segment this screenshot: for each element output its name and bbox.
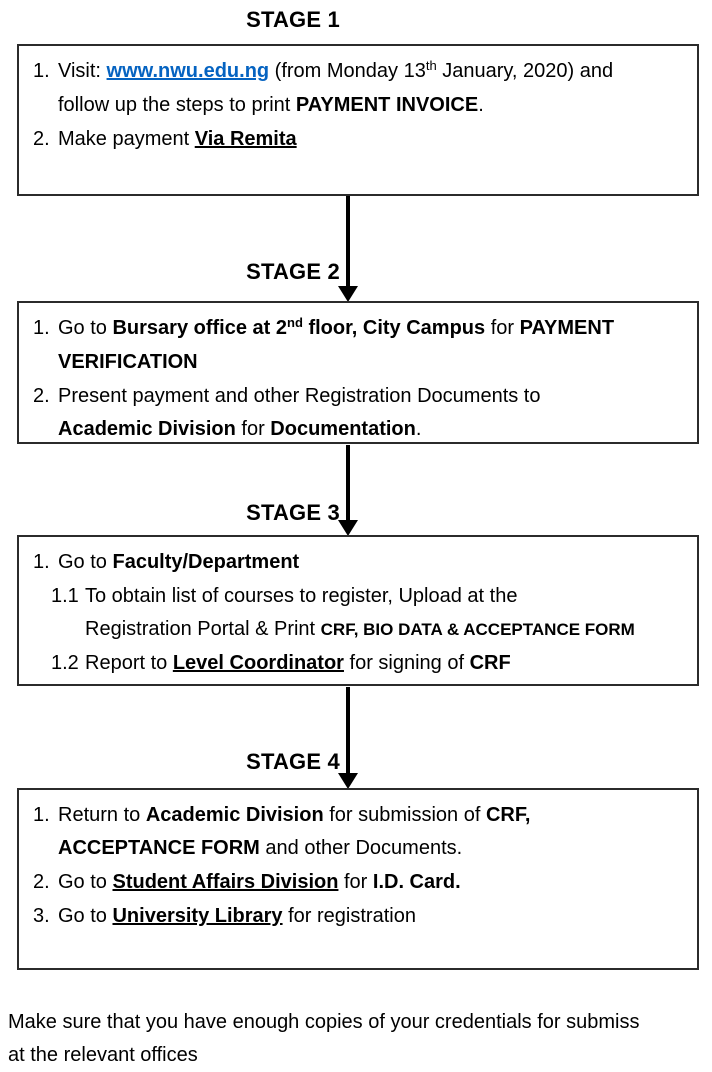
text-segment: (from Monday 13 bbox=[269, 60, 426, 82]
text-segment: I.D. Card. bbox=[372, 871, 461, 893]
list-item-number: 1. bbox=[33, 804, 50, 826]
stage-2-box: 1. Go to Bursary office at 2nd floor, Cit… bbox=[17, 301, 699, 444]
list-item-text: Go to Faculty/Department bbox=[58, 546, 299, 579]
down-arrow-icon bbox=[346, 196, 350, 288]
down-arrow-icon bbox=[338, 286, 358, 302]
list-item-number: 1. bbox=[33, 551, 50, 573]
list-item: 1. Go to Faculty/Department bbox=[19, 546, 691, 579]
text-segment: for signing of bbox=[343, 652, 470, 674]
list-item: 1. Return to Academic Division for submis… bbox=[19, 799, 691, 865]
list-item-text: Report to Level Coordinator for signing … bbox=[85, 647, 511, 680]
list-item-text: To obtain list of courses to register, U… bbox=[85, 580, 635, 646]
text-segment: for bbox=[485, 317, 520, 339]
text-segment: Report to bbox=[85, 652, 173, 674]
text-segment: th bbox=[425, 58, 437, 73]
text-segment: Make payment bbox=[58, 128, 195, 150]
text-segment: ACCEPTANCE FORM bbox=[58, 837, 260, 859]
text-segment: Registration Portal & Print bbox=[85, 618, 321, 640]
list-item: 2. Go to Student Affairs Division for I.D… bbox=[19, 866, 691, 899]
text-segment: Go to bbox=[58, 317, 113, 339]
stage-4-label: STAGE 4 bbox=[246, 749, 340, 774]
list-item-text: Go to Student Affairs Division for I.D. … bbox=[58, 866, 461, 899]
website-link[interactable]: www.nwu.edu.ng bbox=[106, 60, 270, 82]
text-segment: Level Coordinator bbox=[172, 652, 344, 674]
text-segment: Student Affairs Division bbox=[112, 871, 339, 893]
list-item-text: Return to Academic Division for submissi… bbox=[58, 799, 530, 865]
text-segment: . bbox=[415, 418, 422, 440]
list-item: 3. Go to University Library for registrat… bbox=[19, 900, 691, 933]
text-segment: Documentation bbox=[270, 418, 416, 440]
list-item-text: Go to University Library for registratio… bbox=[58, 900, 416, 933]
list-item-number: 1.2 bbox=[51, 652, 79, 674]
text-segment: Academic Division bbox=[58, 418, 236, 440]
list-item-text: Visit: www.nwu.edu.ng (from Monday 13th … bbox=[58, 55, 613, 122]
text-segment: January, 2020) and bbox=[436, 60, 614, 82]
list-item-number: 3. bbox=[33, 905, 50, 927]
footer-note: Make sure that you have enough copies of… bbox=[8, 1006, 712, 1072]
stage-3-label: STAGE 3 bbox=[246, 500, 340, 525]
footer-note-line-1: Make sure that you have enough copies of… bbox=[8, 1011, 640, 1033]
text-segment: follow up the steps to print bbox=[58, 94, 296, 116]
text-segment: Faculty/Department bbox=[112, 551, 300, 573]
text-segment: PAYMENT INVOICE bbox=[295, 94, 479, 116]
stage-3-box: 1. Go to Faculty/Department 1.1 To obtain l… bbox=[17, 535, 699, 686]
text-segment: Visit: bbox=[58, 60, 107, 82]
text-segment: and other Documents. bbox=[259, 837, 463, 859]
text-segment: for bbox=[235, 418, 271, 440]
list-item: 1. Visit: www.nwu.edu.ng (from Monday 13t… bbox=[19, 55, 691, 122]
list-item-number: 2. bbox=[33, 871, 50, 893]
text-segment: Bursary office at 2 bbox=[112, 317, 287, 339]
text-segment: Go to bbox=[58, 871, 113, 893]
stage-4-box: 1. Return to Academic Division for submis… bbox=[17, 788, 699, 970]
down-arrow-icon bbox=[338, 520, 358, 536]
footer-note-line-2: at the relevant offices bbox=[8, 1044, 198, 1066]
list-item: 2. Make payment Via Remita bbox=[19, 123, 691, 156]
text-segment: for registration bbox=[282, 905, 416, 927]
list-item: 1. Go to Bursary office at 2nd floor, Cit… bbox=[19, 312, 691, 379]
list-item-text: Make payment Via Remita bbox=[58, 123, 297, 156]
text-segment: for bbox=[338, 871, 373, 893]
list-item: 1.1 To obtain list of courses to register… bbox=[19, 580, 691, 646]
text-segment: University Library bbox=[112, 905, 283, 927]
stage-1-label: STAGE 1 bbox=[246, 7, 340, 32]
text-segment: CRF, bbox=[485, 804, 531, 826]
down-arrow-icon bbox=[346, 687, 350, 774]
text-segment: . bbox=[478, 94, 484, 116]
down-arrow-icon bbox=[338, 773, 358, 789]
list-item: 1.2 Report to Level Coordinator for signi… bbox=[19, 647, 691, 680]
list-item-number: 1. bbox=[33, 317, 50, 339]
text-segment: for submission of bbox=[323, 804, 486, 826]
list-item-text: Go to Bursary office at 2nd floor, City … bbox=[58, 312, 614, 379]
list-item-number: 2. bbox=[33, 128, 50, 150]
text-segment: CRF, BIO DATA & ACCEPTANCE FORM bbox=[320, 620, 635, 639]
text-segment: To obtain list of courses to register, U… bbox=[85, 585, 518, 607]
text-segment: PAYMENT bbox=[519, 317, 615, 339]
stage-1-box: 1. Visit: www.nwu.edu.ng (from Monday 13t… bbox=[17, 44, 699, 196]
text-segment: Present payment and other Registration D… bbox=[58, 385, 541, 407]
text-segment: Go to bbox=[58, 551, 113, 573]
list-item-number: 1.1 bbox=[51, 585, 79, 607]
list-item-text: Present payment and other Registration D… bbox=[58, 380, 540, 446]
text-segment: Return to bbox=[58, 804, 146, 826]
text-segment: CRF bbox=[469, 652, 511, 674]
stage-2-label: STAGE 2 bbox=[246, 259, 340, 284]
list-item-number: 2. bbox=[33, 385, 50, 407]
text-segment: VERIFICATION bbox=[58, 351, 198, 373]
text-segment: Via Remita bbox=[194, 128, 297, 150]
down-arrow-icon bbox=[346, 445, 350, 521]
text-segment: Go to bbox=[58, 905, 113, 927]
list-item: 2. Present payment and other Registration… bbox=[19, 380, 691, 446]
list-item-number: 1. bbox=[33, 60, 50, 82]
text-segment: nd bbox=[287, 315, 303, 330]
text-segment: Academic Division bbox=[145, 804, 324, 826]
text-segment: floor, City Campus bbox=[302, 317, 486, 339]
